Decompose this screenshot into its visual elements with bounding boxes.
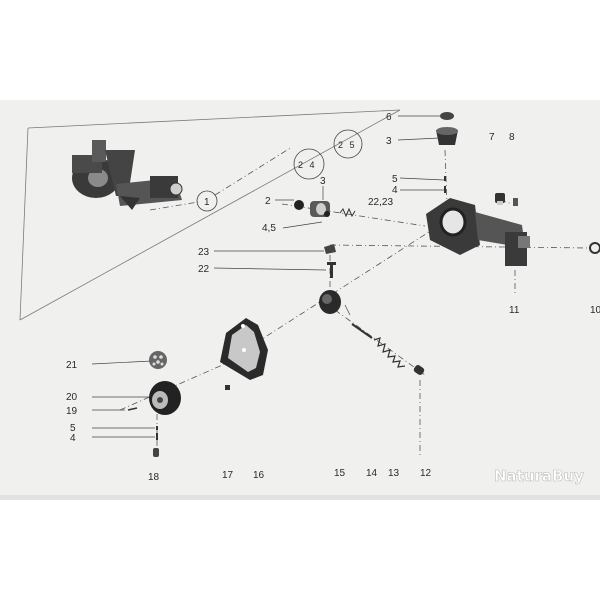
paper-shadow: [0, 495, 600, 500]
watermark-logo: NaturaBuy: [494, 467, 584, 485]
label-part-7: 7: [489, 132, 495, 143]
label-part-5-bottom: 5: [70, 423, 76, 434]
label-part-21: 21: [66, 360, 78, 371]
part-15-drum: [319, 290, 341, 314]
part-21-perforated-disc: [149, 351, 167, 369]
part-22-pin: [327, 262, 336, 278]
part-4-5-spring: [339, 207, 356, 218]
part-14-rod: [351, 323, 373, 339]
part-3-knob: [310, 201, 330, 217]
part-1-assembly: [72, 140, 183, 210]
part-17-screw: [225, 385, 230, 390]
label-part-4-5: 4,5: [262, 223, 276, 234]
frame-lines: [19, 109, 401, 321]
label-part-18: 18: [148, 472, 160, 483]
part-23-piece: [324, 244, 336, 254]
part-13-spring: [373, 337, 406, 368]
part-12-screw: [413, 365, 425, 375]
label-part-6: 6: [386, 112, 392, 123]
label-part-22: 22: [198, 264, 210, 275]
label-part-4-top: 4: [392, 185, 398, 196]
label-part-3-top: 3: [386, 136, 392, 147]
label-part-16: 16: [253, 470, 265, 481]
part-7-block: [495, 193, 505, 205]
label-part-19: 19: [66, 406, 78, 417]
label-part-20: 20: [66, 392, 78, 403]
label-part-22-23: 22,23: [368, 197, 393, 208]
callout-circle-1: [196, 190, 218, 212]
label-part-10: 10: [590, 305, 600, 316]
part-3-top-knob: [436, 127, 458, 145]
part-10-ring: [589, 242, 600, 254]
label-part-3-left: 3: [320, 176, 326, 187]
part-6-cap: [440, 112, 454, 120]
part-8-pin: [513, 198, 518, 206]
label-part-13: 13: [388, 468, 400, 479]
label-part-23: 23: [198, 247, 210, 258]
part-5-4-pins-bottom: [156, 426, 158, 440]
label-part-1: 1: [204, 197, 210, 208]
label-part-25: 2 5: [338, 140, 357, 150]
label-part-11: 11: [509, 305, 520, 316]
leader-lines: [91, 115, 445, 438]
label-part-2: 2: [265, 196, 271, 207]
label-part-17: 17: [222, 470, 234, 481]
part-18-screw: [153, 448, 159, 457]
label-part-8: 8: [509, 132, 515, 143]
label-part-24: 2 4: [298, 160, 317, 170]
callout-circle-25: [333, 129, 363, 159]
part-20-wheel: [149, 381, 181, 415]
part-16-plate: [220, 318, 268, 380]
label-part-15: 15: [334, 468, 346, 479]
part-2-disc: [294, 200, 304, 210]
label-part-5-top: 5: [392, 174, 398, 185]
part-19-pin: [127, 407, 138, 411]
part-5-4-pins-top: [444, 176, 446, 193]
label-part-14: 14: [366, 468, 378, 479]
main-receiver-block: [426, 198, 530, 266]
callout-circle-24: [293, 148, 325, 180]
label-part-12: 12: [420, 468, 432, 479]
label-part-4-bottom: 4: [70, 433, 76, 444]
